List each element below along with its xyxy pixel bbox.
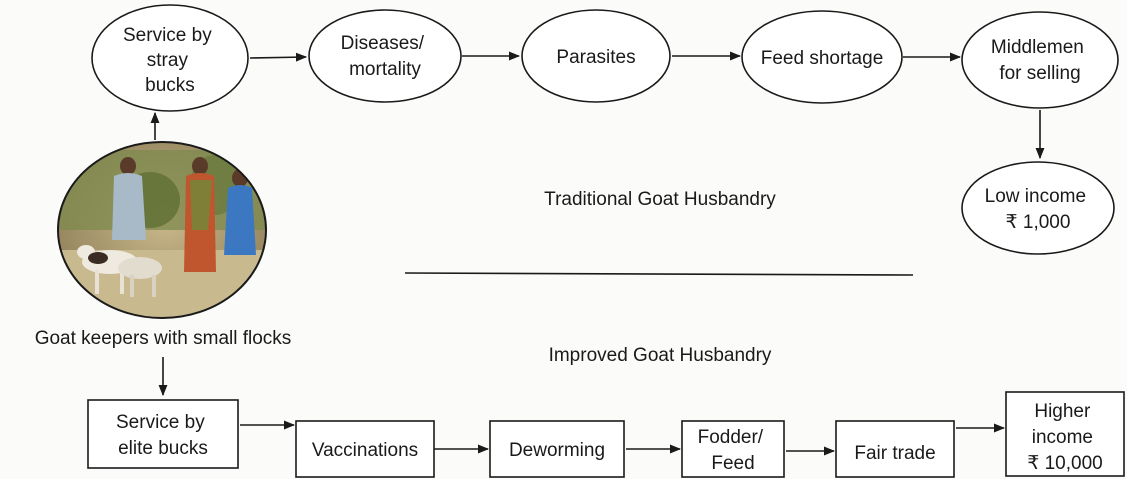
photo-border xyxy=(57,141,267,319)
svg-text:Higher income ₹ 10: Higher income ₹ 10,000 xyxy=(1027,401,1102,474)
goat-keepers-caption: Goat keepers with small flocks xyxy=(35,328,292,349)
svg-text:Middlemen for selling: Middlemen for selling xyxy=(991,37,1089,84)
impr-node-higher-income: Higher income ₹ 10,000 xyxy=(1005,391,1125,477)
svg-text:Fodder/ Feed: Fodder/ Feed xyxy=(698,427,769,474)
trad-node-parasites: Parasites xyxy=(521,9,671,103)
svg-text:Service by elite bucks: Service by elite bucks xyxy=(116,412,210,459)
impr-node-deworming: Deworming xyxy=(489,420,625,478)
trad-node-diseases: Diseases/ mortality xyxy=(308,9,462,103)
svg-text:Fair trade: Fair trade xyxy=(854,443,935,464)
svg-text:Low income ₹ 1,000: Low income ₹ 1,000 xyxy=(985,186,1092,233)
svg-text:Diseases/ mortality: Diseases/ mortality xyxy=(341,33,430,80)
svg-text:Parasites: Parasites xyxy=(556,47,635,68)
svg-text:Feed shortage: Feed shortage xyxy=(761,48,884,69)
improved-title: Improved Goat Husbandry xyxy=(549,345,772,366)
svg-text:Service by stray b: Service by stray bucks xyxy=(123,25,217,96)
impr-node-vaccinations: Vaccinations xyxy=(295,420,435,478)
svg-text:Deworming: Deworming xyxy=(509,440,605,461)
goat-keepers-photo xyxy=(58,142,266,318)
impr-node-elite-bucks: Service by elite bucks xyxy=(87,399,239,469)
impr-node-fair-trade: Fair trade xyxy=(835,420,955,478)
divider-line xyxy=(404,272,914,276)
traditional-title: Traditional Goat Husbandry xyxy=(544,189,776,210)
svg-text:Vaccinations: Vaccinations xyxy=(312,440,418,461)
arrow-stray-to-diseases xyxy=(249,52,308,62)
trad-node-low-income: Low income ₹ 1,000 xyxy=(961,161,1115,255)
impr-node-fodder: Fodder/ Feed xyxy=(681,420,785,478)
trad-node-middlemen: Middlemen for selling xyxy=(961,11,1119,109)
trad-node-feed-shortage: Feed shortage xyxy=(741,10,903,104)
trad-node-stray-bucks: Service by stray bucks xyxy=(91,4,249,112)
